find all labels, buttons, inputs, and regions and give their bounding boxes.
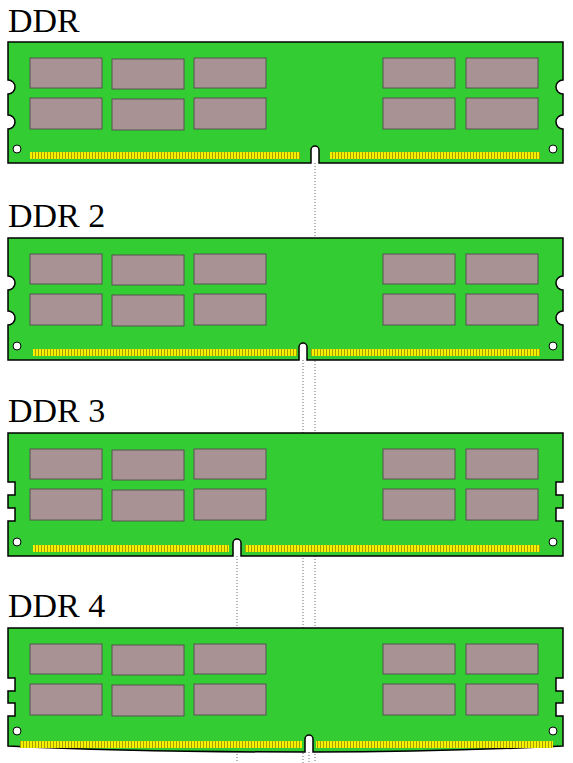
- module-label: DDR: [8, 4, 80, 38]
- module-label: DDR 3: [8, 394, 105, 428]
- module-label: DDR 2: [8, 199, 105, 233]
- ddr2-module: [8, 238, 563, 360]
- ddr3-module: [8, 433, 563, 556]
- ddr-module: [8, 42, 563, 163]
- ddr4-module: [8, 628, 563, 752]
- module-label: DDR 4: [8, 589, 105, 623]
